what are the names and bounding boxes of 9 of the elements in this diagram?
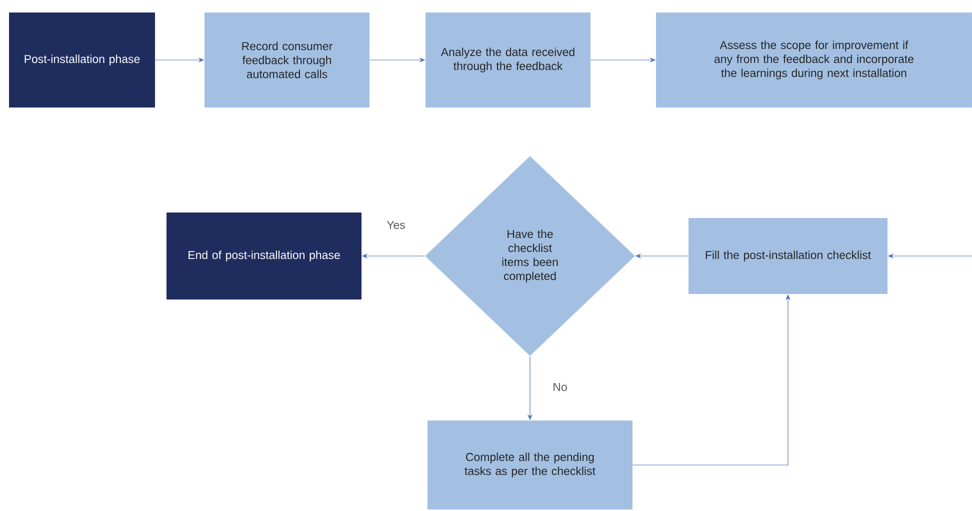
process-box: Fill the post-installation checklist (688, 218, 888, 294)
process-box: Analyze the data received through the feedback (426, 12, 590, 108)
edge-label: Yes (386, 220, 406, 230)
process-box: Record consumer feedback through automated calls (204, 12, 370, 108)
process-box: Assess the scope for improvement if any from the feedback and incorporate the learnings during next installation (656, 12, 972, 108)
process-box: End of post-installation phase (166, 212, 362, 300)
process-box: Complete all the pending tasks as per the checklist (428, 420, 632, 510)
process-box: Post-installation phase (9, 12, 155, 108)
edge-label: No (552, 382, 568, 392)
